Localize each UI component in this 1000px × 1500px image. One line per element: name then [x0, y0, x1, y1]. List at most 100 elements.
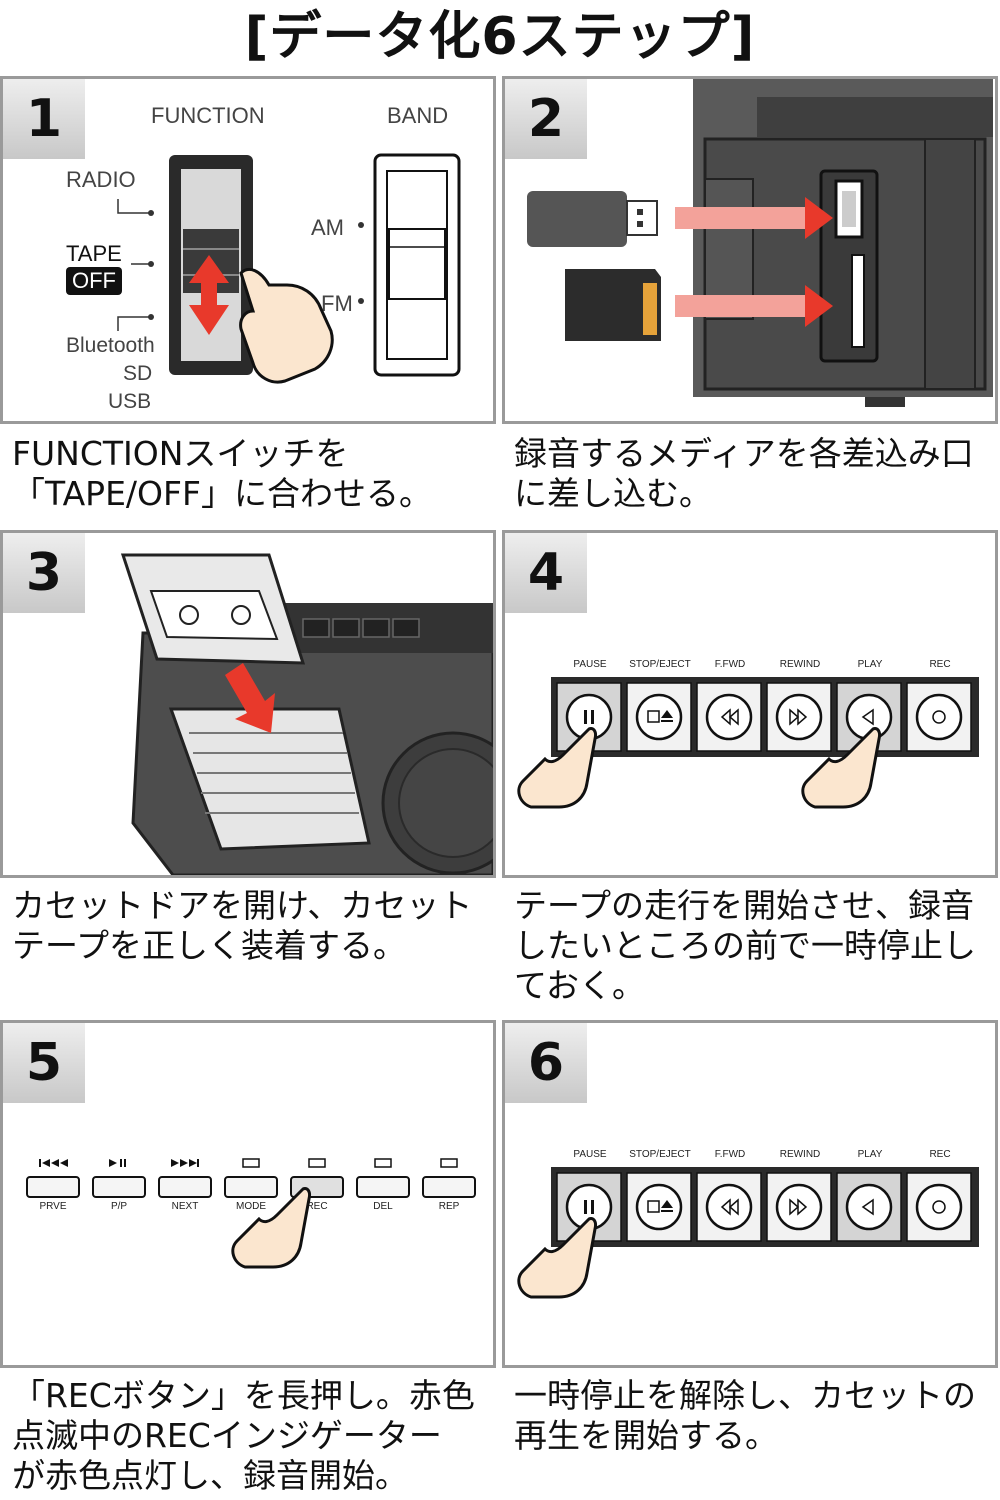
step-5-caption: 「RECボタン」を長押し。赤色 点滅中のRECインジゲーター が赤色点灯し、録音…: [12, 1376, 502, 1496]
transport-button-stop[interactable]: [626, 1172, 692, 1242]
step-3-caption: カセットドアを開け、カセット テープを正しく装着する。: [12, 886, 502, 966]
function-switch-illustration: [117, 153, 461, 384]
rewind-icon: [775, 693, 823, 741]
pause-icon: [565, 693, 613, 741]
step-1-caption: FUNCTIONスイッチを 「TAPE/OFF」に合わせる。: [12, 434, 502, 514]
previous-track-icon: [39, 1159, 68, 1167]
band-fm: FM: [321, 291, 353, 316]
transport-button-ffwd[interactable]: [696, 1172, 762, 1242]
step-2-panel: 2: [502, 76, 998, 424]
fast-forward-icon: [705, 1183, 753, 1231]
step-6-number: 6: [505, 1023, 587, 1103]
key-next[interactable]: [158, 1159, 212, 1198]
key-label: REP: [439, 1201, 460, 1212]
stop-eject-icon: [635, 1183, 683, 1231]
indicator-led: [242, 1158, 260, 1168]
key-del[interactable]: [356, 1158, 410, 1198]
step-4-caption: テープの走行を開始させ、録音 したいところの前で一時停止し ておく。: [514, 886, 1000, 1006]
transport-buttons-pause: PAUSE STOP/EJECT F.FWD REWIND PLAY REC: [517, 1149, 979, 1299]
transport-label: PLAY: [858, 1149, 883, 1160]
transport-label: PLAY: [858, 659, 883, 670]
transport-button-play[interactable]: [836, 1172, 902, 1242]
band-am: AM: [311, 215, 344, 240]
rewind-icon: [775, 1183, 823, 1231]
step-4-number: 4: [505, 533, 587, 613]
transport-button-rec[interactable]: [906, 1172, 972, 1242]
transport-button-rew[interactable]: [766, 1172, 832, 1242]
pointing-hand-icon: [231, 1187, 311, 1269]
transport-button-rec[interactable]: [906, 682, 972, 752]
step-1-panel: 1 FUNCTION BAND RADIO TAPE OFF Bluetooth…: [0, 76, 496, 424]
record-icon: [915, 1183, 963, 1231]
key-rep[interactable]: [422, 1158, 476, 1198]
caption-line: したいところの前で一時停止し: [514, 926, 976, 965]
step-2-caption: 録音するメディアを各差込み口 に差し込む。: [514, 434, 1000, 514]
pointing-hand-icon: [517, 727, 597, 809]
record-icon: [915, 693, 963, 741]
key-label: DEL: [373, 1201, 393, 1212]
next-track-icon: [171, 1159, 199, 1167]
indicator-led: [308, 1158, 326, 1168]
pause-icon: [565, 1183, 613, 1231]
key-label: REC: [306, 1201, 327, 1212]
key-p-p[interactable]: [92, 1159, 146, 1198]
key-prve[interactable]: [26, 1159, 80, 1198]
band-label: BAND: [387, 103, 449, 128]
key-label: P/P: [111, 1201, 127, 1212]
caption-line: FUNCTIONスイッチを: [12, 434, 349, 473]
stop-eject-icon: [635, 693, 683, 741]
caption-line: テープの走行を開始させ、録音: [514, 886, 975, 925]
rec-key-row: PRVE P/P NEXT MODE REC DEL REP: [26, 1158, 476, 1269]
position-radio: RADIO: [66, 167, 136, 192]
cassette-insert-illustration: [120, 553, 493, 875]
transport-label: REWIND: [780, 659, 821, 670]
step-1-number: 1: [3, 79, 85, 159]
caption-line: 再生を開始する。: [514, 1416, 778, 1455]
caption-line: 「TAPE/OFF」に合わせる。: [12, 474, 432, 513]
caption-line: 一時停止を解除し、カセットの: [514, 1376, 976, 1415]
transport-label: F.FWD: [715, 1149, 746, 1160]
indicator-led: [374, 1158, 392, 1168]
position-off: OFF: [66, 267, 122, 295]
caption-line: 「RECボタン」を長押し。赤色: [12, 1376, 475, 1415]
play-icon: [845, 1183, 893, 1231]
caption-line: が赤色点灯し、録音開始。: [12, 1456, 408, 1495]
step-2-number: 2: [505, 79, 587, 159]
step-6-panel: 6 PAUSE STOP/EJECT F.FWD REWIND PLAY REC: [502, 1020, 998, 1368]
position-tape: TAPE: [66, 241, 122, 266]
transport-label: REWIND: [780, 1149, 821, 1160]
transport-button-ffwd[interactable]: [696, 682, 762, 752]
caption-line: 録音するメディアを各差込み口: [514, 434, 974, 473]
function-label: FUNCTION: [151, 103, 265, 128]
indicator-led: [440, 1158, 458, 1168]
transport-label: REC: [929, 1149, 950, 1160]
transport-label: PAUSE: [573, 1149, 606, 1160]
caption-line: に差し込む。: [514, 474, 712, 513]
position-usb: USB: [108, 390, 152, 413]
transport-label: STOP/EJECT: [629, 1149, 691, 1160]
transport-label: REC: [929, 659, 950, 670]
step-6-caption: 一時停止を解除し、カセットの 再生を開始する。: [514, 1376, 1000, 1456]
page-title: [データ化6ステップ]: [244, 7, 756, 67]
caption-line: 点滅中のRECインジゲーター: [12, 1416, 442, 1455]
key-label: MODE: [236, 1201, 266, 1212]
position-sd: SD: [123, 362, 153, 385]
pointing-hand-icon: [801, 727, 881, 809]
caption-line: ておく。: [514, 966, 646, 1005]
fast-forward-icon: [705, 693, 753, 741]
key-label: PRVE: [39, 1201, 66, 1212]
transport-label: F.FWD: [715, 659, 746, 670]
caption-line: カセットドアを開け、カセット: [12, 886, 473, 925]
transport-button-stop[interactable]: [626, 682, 692, 752]
play-pause-icon: [109, 1159, 126, 1167]
transport-button-rew[interactable]: [766, 682, 832, 752]
key-mode[interactable]: [224, 1158, 278, 1198]
caption-line: テープを正しく装着する。: [12, 926, 407, 965]
transport-button-pause[interactable]: [556, 1172, 622, 1242]
media-slot-illustration: [527, 79, 993, 407]
step-3-panel: 3: [0, 530, 496, 878]
key-label: NEXT: [172, 1201, 199, 1212]
